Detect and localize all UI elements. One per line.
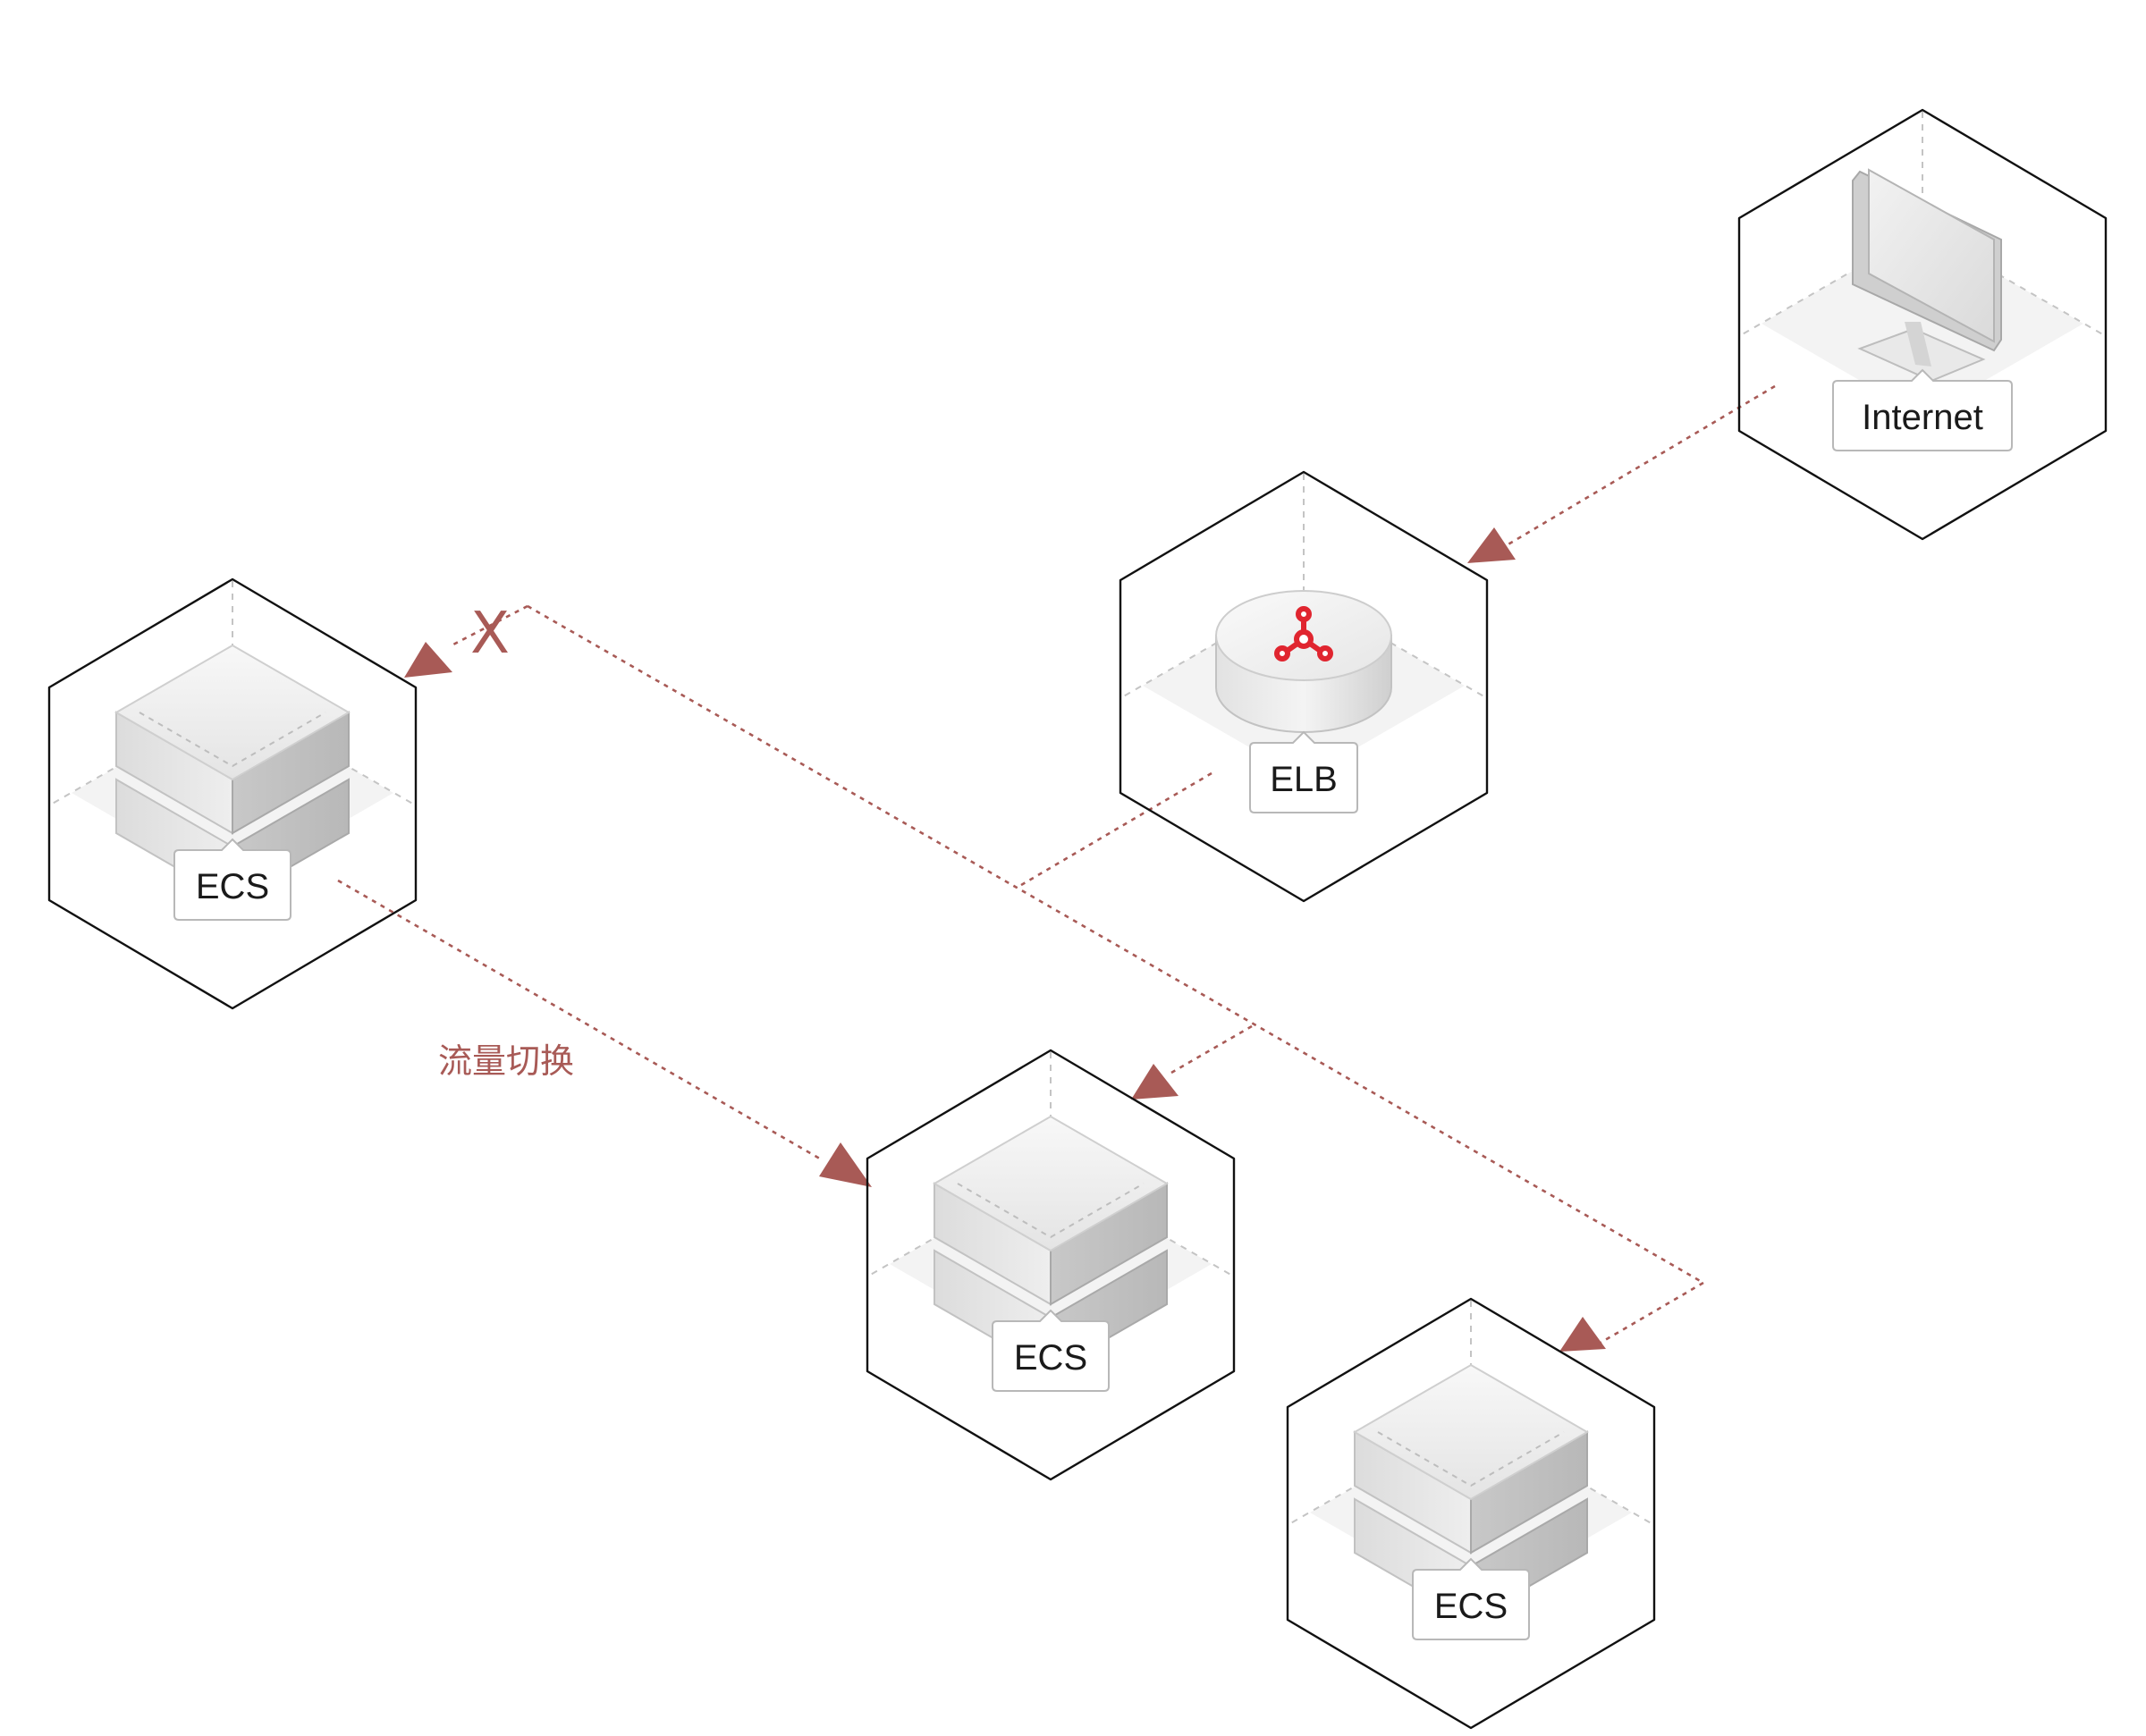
load-balancer-icon	[1215, 590, 1392, 733]
flow-lines	[337, 384, 1776, 1352]
flow-branch-active	[1600, 1281, 1704, 1344]
arrowhead-ecs-failed	[404, 642, 452, 678]
arrowhead-ecs-standby	[1131, 1064, 1179, 1100]
server-stack-icon	[114, 644, 351, 902]
flow-branch-failed	[451, 604, 528, 647]
failure-mark: X	[470, 601, 510, 667]
tag-internet: Internet	[1832, 368, 2013, 451]
monitor-icon	[1852, 168, 2002, 383]
label-elb: ELB	[1270, 760, 1338, 799]
label-ecs-standby: ECS	[1014, 1338, 1087, 1378]
flow-internet-to-elb	[1506, 384, 1776, 547]
flow-elb-to-junction	[1016, 771, 1212, 889]
label-internet: Internet	[1862, 398, 1983, 437]
tag-ecs-standby: ECS	[992, 1309, 1110, 1392]
flow-branch-standby	[1170, 1024, 1253, 1074]
arrowhead-failover	[819, 1142, 872, 1187]
node-internet: Internet	[1737, 108, 2108, 541]
tag-ecs-active: ECS	[1412, 1557, 1530, 1640]
flow-failover	[337, 879, 824, 1162]
arrowhead-ecs-active	[1559, 1317, 1606, 1352]
label-ecs-active: ECS	[1434, 1587, 1508, 1626]
node-ecs-active: ECS	[1286, 1297, 1656, 1730]
failover-note: 流量切换	[438, 1041, 574, 1081]
arrowhead-elb	[1467, 527, 1516, 563]
node-ecs-standby: ECS	[866, 1049, 1236, 1481]
label-ecs-failed: ECS	[196, 867, 269, 906]
node-ecs-failed: ECS	[47, 577, 418, 1010]
elb-network-glyph	[1274, 606, 1333, 662]
tag-ecs-failed: ECS	[173, 838, 291, 921]
tag-elb: ELB	[1249, 730, 1358, 813]
server-stack-icon	[1352, 1363, 1590, 1622]
node-elb: ELB	[1119, 470, 1489, 903]
